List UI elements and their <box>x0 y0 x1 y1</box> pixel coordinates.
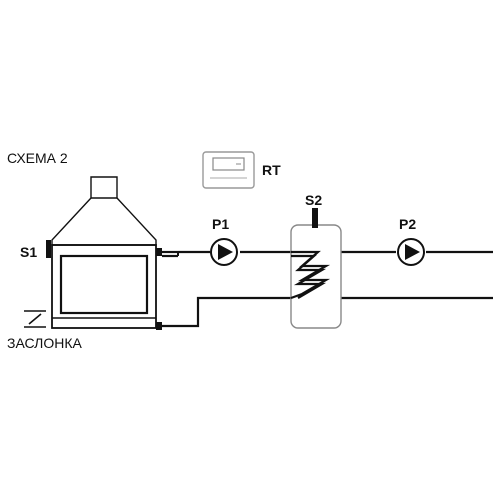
s1-sensor-icon <box>46 240 51 258</box>
p2-label: P2 <box>399 216 416 232</box>
pump-p1-icon <box>210 238 238 266</box>
return-pipe <box>156 296 493 330</box>
s2-label: S2 <box>305 192 322 208</box>
fireplace-icon <box>51 176 157 329</box>
damper-icon <box>24 310 46 328</box>
damper-label: ЗАСЛОНКА <box>7 335 82 351</box>
s2-sensor-icon <box>312 208 318 228</box>
thermostat-label: RT <box>262 162 281 178</box>
heat-exchanger-coil-icon <box>290 250 331 300</box>
p1-label: P1 <box>212 216 229 232</box>
scheme-title: СХЕМА 2 <box>7 150 68 166</box>
supply-pipe <box>156 248 493 258</box>
s1-label: S1 <box>20 244 37 260</box>
room-thermostat-icon <box>202 151 255 189</box>
pump-p2-icon <box>397 238 425 266</box>
buffer-tank-icon <box>290 224 342 329</box>
